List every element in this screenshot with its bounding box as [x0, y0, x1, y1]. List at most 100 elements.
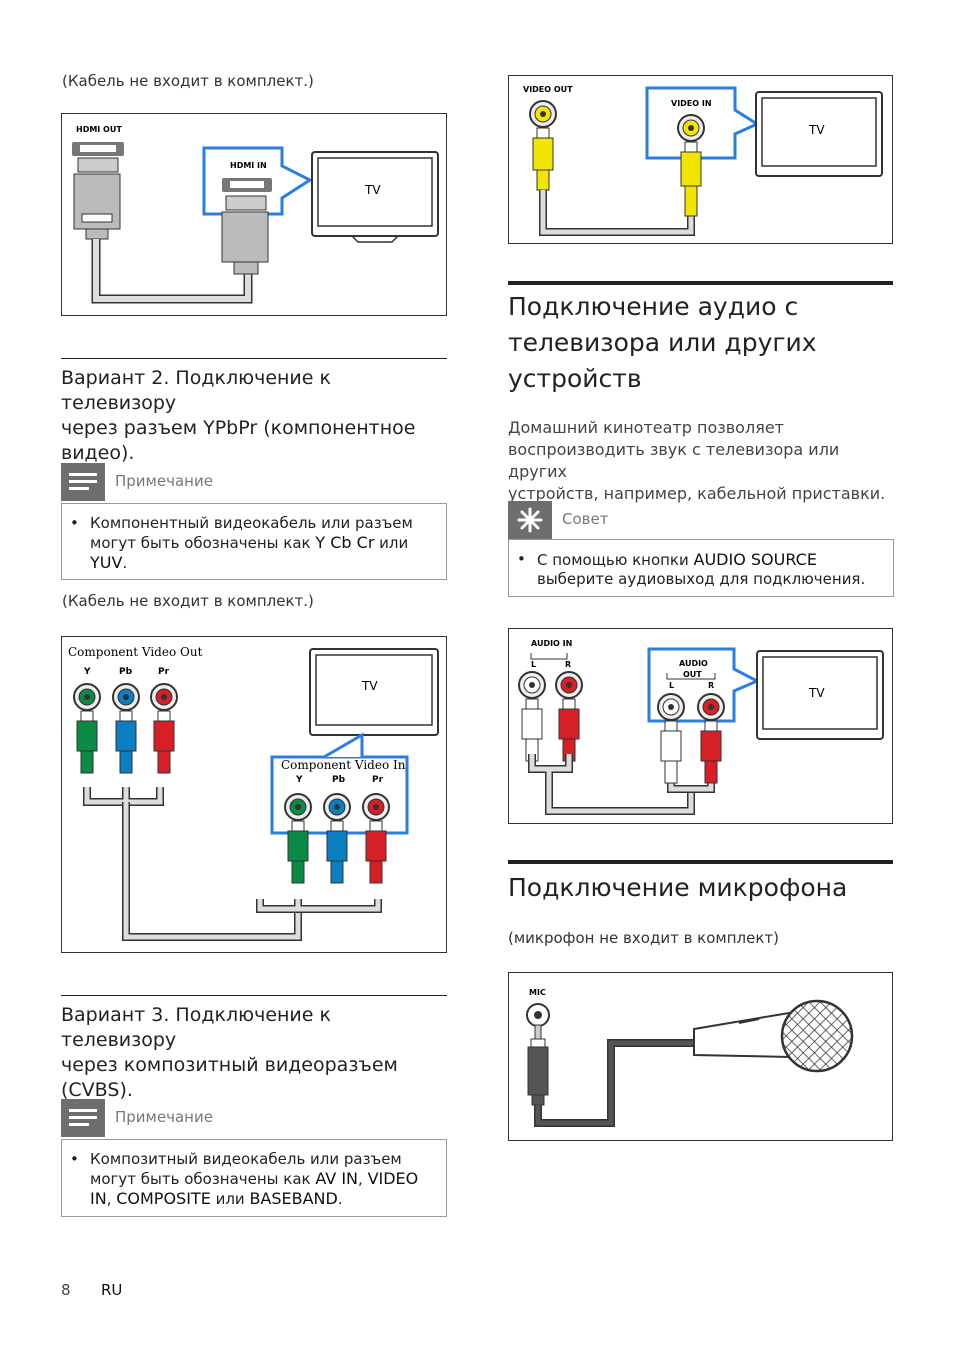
tv-label: TV — [808, 686, 825, 700]
note-title: Примечание — [115, 472, 213, 490]
hdmi-out-label: HDMI OUT — [76, 125, 122, 134]
variant2-heading-line: видео). — [61, 442, 135, 464]
rca-plug-white — [657, 693, 685, 784]
note-line: YUV. — [90, 553, 436, 573]
r-label: R — [565, 660, 571, 669]
variant3-heading-line: (CVBS). — [61, 1079, 133, 1101]
pb-label: Pb — [119, 667, 133, 677]
mic-caption: (микрофон не входит в комплект) — [508, 929, 780, 947]
body-line: устройств, например, кабельной приставки… — [508, 484, 886, 503]
note-line: могут быть обозначены как Y Cb Cr или — [90, 533, 436, 553]
note-icon — [61, 1099, 105, 1137]
section-rule — [61, 358, 447, 359]
rca-plug-blue — [323, 793, 351, 884]
audio-out-label: AUDIO — [679, 659, 708, 668]
audio-heading-line: телевизора или других — [508, 328, 817, 357]
microphone-connection-figure: MIC — [508, 972, 893, 1141]
y-label: Y — [83, 667, 91, 677]
audio-connection-figure: AUDIO IN L R AUDIO OUT L R TV — [508, 628, 893, 824]
section-rule — [61, 995, 447, 996]
composite-connection-figure: VIDEO OUT VIDEO IN TV — [508, 75, 893, 244]
rca-plug-red — [697, 693, 725, 784]
cable-note-caption: (Кабель не входит в комплект.) — [62, 592, 314, 610]
tv-label: TV — [808, 123, 825, 137]
page-number: 8 — [61, 1281, 71, 1299]
tip-text-part: С помощью кнопки — [537, 551, 694, 569]
tv-label: TV — [364, 183, 381, 197]
note-text-part: или — [210, 1190, 250, 1208]
note-line: могут быть обозначены как AV IN, VIDEO — [90, 1169, 436, 1189]
rca-plug-red — [362, 793, 390, 884]
section-rule — [508, 281, 893, 285]
tip-box: • С помощью кнопки AUDIO SOURCE выберите… — [508, 539, 894, 597]
note-line: Композитный видеокабель или разъем — [90, 1150, 402, 1168]
mic-heading: Подключение микрофона — [508, 873, 848, 902]
mic-label: MIC — [529, 988, 546, 997]
tip-line: С помощью кнопки AUDIO SOURCE — [537, 550, 883, 570]
note-icon — [61, 463, 105, 501]
language-code: RU — [101, 1281, 123, 1299]
variant2-heading-line: через разъем YPbPr (компонентное — [61, 417, 416, 439]
note-line: Компонентный видеокабель или разъем — [90, 514, 413, 532]
audio-body: Домашний кинотеатр позволяет воспроизвод… — [508, 417, 898, 505]
audio-in-label: AUDIO IN — [531, 639, 572, 648]
audio-heading-line: устройств — [508, 364, 642, 393]
tip-title: Совет — [562, 510, 609, 528]
pb-label: Pb — [332, 775, 346, 785]
note-text-part: или — [374, 534, 409, 552]
code-text: VIDEO — [367, 1169, 419, 1188]
note-box: • Композитный видеокабель или разъем мог… — [61, 1139, 447, 1217]
note-title: Примечание — [115, 1108, 213, 1126]
code-text: Y Cb Cr — [315, 533, 375, 552]
note-text: Композитный видеокабель или разъем могут… — [90, 1150, 436, 1209]
code-text: YUV — [90, 553, 123, 572]
body-line: воспроизводить звук с телевизора или дру… — [508, 440, 840, 481]
variant2-heading-line: Вариант 2. Подключение к телевизору — [61, 367, 331, 414]
section-rule — [508, 860, 893, 864]
bullet: • — [70, 514, 79, 532]
hdmi-in-label: HDMI IN — [230, 161, 267, 170]
code-text: AUDIO SOURCE — [693, 550, 817, 569]
note-text-part: . — [122, 554, 128, 572]
bullet: • — [70, 1150, 79, 1168]
variant3-heading-line: Вариант 3. Подключение к телевизору — [61, 1004, 331, 1051]
tip-text: С помощью кнопки AUDIO SOURCE выберите а… — [537, 550, 883, 589]
hdmi-connection-figure: HDMI OUT HDMI IN TV — [61, 113, 447, 316]
note-line: IN, COMPOSITE или BASEBAND. — [90, 1189, 436, 1209]
rca-plug-white — [518, 671, 546, 762]
bullet: • — [517, 550, 526, 568]
code-text: IN — [90, 1189, 107, 1208]
variant3-heading: Вариант 3. Подключение к телевизору чере… — [61, 1003, 447, 1103]
pr-label: Pr — [372, 775, 384, 785]
note-header: Примечание — [61, 1099, 447, 1137]
audio-heading-line: Подключение аудио с — [508, 292, 799, 321]
rca-plug-green — [73, 683, 101, 774]
rca-plug-green — [284, 793, 312, 884]
component-in-label: Component Video In — [281, 758, 406, 772]
y-label: Y — [295, 775, 303, 785]
audio-out-label: OUT — [683, 670, 702, 679]
rca-plug-red — [150, 683, 178, 774]
note-text-part: могут быть обозначены как — [90, 1170, 316, 1188]
l-label: L — [531, 660, 536, 669]
r-label: R — [708, 681, 714, 690]
note-header: Примечание — [61, 463, 447, 501]
tv-label: TV — [361, 679, 378, 693]
l-label: L — [669, 681, 674, 690]
body-line: Домашний кинотеатр позволяет — [508, 418, 784, 437]
note-text-part: . — [337, 1190, 343, 1208]
video-in-label: VIDEO IN — [671, 99, 712, 108]
pr-label: Pr — [158, 667, 170, 677]
video-out-label: VIDEO OUT — [523, 85, 573, 94]
audio-heading: Подключение аудио с телевизора или други… — [508, 289, 893, 397]
rca-plug-blue — [112, 683, 140, 774]
cable-note-caption: (Кабель не входит в комплект.) — [62, 72, 314, 90]
tip-star-icon — [508, 501, 552, 539]
tip-header: Совет — [508, 501, 893, 539]
note-box: • Компонентный видеокабель или разъем мо… — [61, 503, 447, 580]
variant3-heading-line: через композитный видеоразъем — [61, 1054, 398, 1076]
note-text: Компонентный видеокабель или разъем могу… — [90, 514, 436, 573]
note-text-part: могут быть обозначены как — [90, 534, 316, 552]
variant2-heading: Вариант 2. Подключение к телевизору чере… — [61, 366, 447, 466]
tip-line: выберите аудиовыход для подключения. — [537, 570, 866, 588]
